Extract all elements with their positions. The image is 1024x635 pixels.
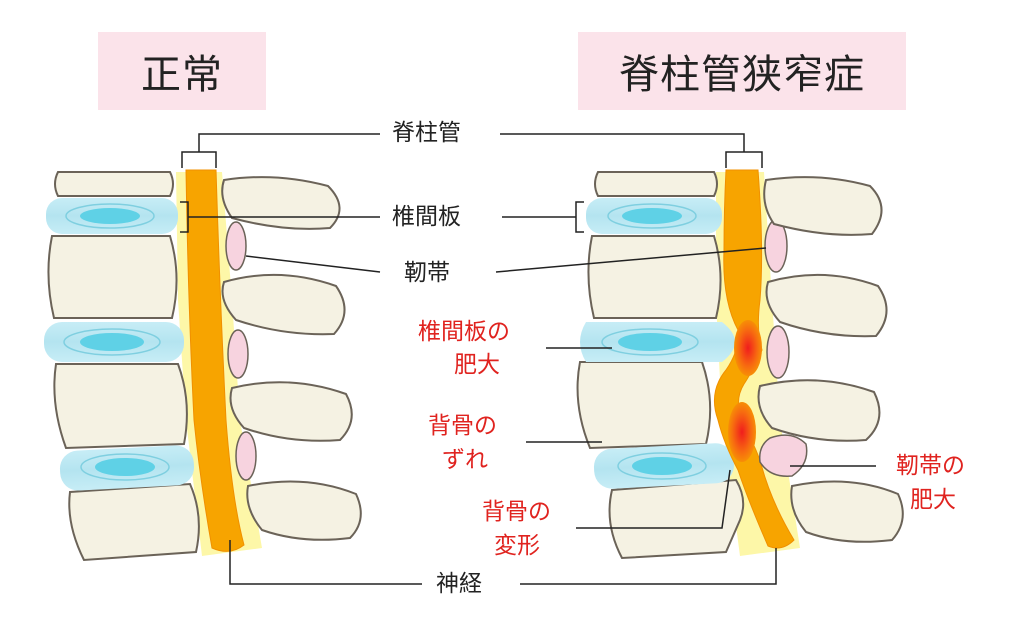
title-stenosis: 脊柱管狭窄症 bbox=[578, 32, 906, 110]
normal-vertebra-2 bbox=[47, 235, 178, 319]
ligament-leader-right bbox=[495, 247, 767, 273]
normal-nerve bbox=[185, 169, 245, 552]
annotation-vertebra-slip-1: 背骨の bbox=[428, 413, 497, 439]
disc-bracket-left bbox=[180, 201, 380, 233]
stenosis-disc-1 bbox=[586, 198, 722, 234]
stenosis-vertebra-3 bbox=[576, 361, 712, 450]
leader-lines bbox=[180, 133, 876, 585]
label-disc: 椎間板 bbox=[392, 204, 461, 230]
disc-bracket-right bbox=[502, 201, 584, 233]
stenosis-ligament-3 bbox=[758, 434, 808, 477]
normal-process-1 bbox=[221, 176, 341, 230]
annotation-disc-hypertrophy-1: 椎間板の bbox=[418, 319, 510, 345]
stenosis-process-2 bbox=[765, 273, 888, 338]
normal-vertebra-1 bbox=[54, 171, 174, 197]
normal-disc-3 bbox=[59, 445, 195, 491]
canal-leader bbox=[198, 133, 745, 152]
canal-bracket-left bbox=[181, 151, 217, 168]
annotation-ligament-hypertrophy-2: 肥大 bbox=[910, 487, 956, 513]
stenosis-compression-2 bbox=[728, 402, 756, 462]
stenosis-process-3 bbox=[757, 379, 881, 442]
annotation-vertebra-deform-1: 背骨の bbox=[482, 499, 551, 525]
stenosis-disc-2 bbox=[580, 322, 735, 362]
annotation-vertebra-slip-2: ずれ bbox=[442, 447, 488, 473]
stenosis-vertebra-1 bbox=[594, 171, 718, 197]
ligament-leader-left bbox=[245, 255, 381, 273]
normal-disc-1 bbox=[46, 198, 178, 234]
annotation-ligament-hypertrophy-1: 靭帯の bbox=[896, 453, 965, 479]
normal-spine bbox=[44, 169, 362, 562]
annotation-disc-hypertrophy-2: 肥大 bbox=[454, 352, 500, 378]
title-normal: 正常 bbox=[98, 32, 266, 110]
normal-process-4 bbox=[246, 480, 362, 541]
normal-vertebra-3 bbox=[53, 363, 188, 450]
stenosis-vertebra-4 bbox=[608, 478, 745, 560]
stenosis-disc-3 bbox=[593, 443, 735, 489]
normal-process-2 bbox=[221, 273, 346, 336]
stenosis-ligament-2 bbox=[766, 325, 790, 379]
stenosis-process-4 bbox=[790, 480, 904, 543]
normal-vertebra-4 bbox=[68, 482, 200, 562]
canal-bracket-right bbox=[725, 151, 763, 168]
label-nerve: 神経 bbox=[436, 571, 482, 597]
stenosis-process-1 bbox=[763, 176, 883, 236]
annotation-vertebra-deform-2: 変形 bbox=[494, 533, 540, 559]
normal-ligament-2 bbox=[227, 329, 249, 379]
label-spinal-canal: 脊柱管 bbox=[392, 120, 461, 146]
normal-ligament-1 bbox=[225, 221, 247, 271]
normal-ligament-3 bbox=[235, 431, 257, 481]
normal-process-3 bbox=[229, 381, 353, 442]
label-ligament: 靭帯 bbox=[404, 260, 450, 286]
nerve-leader bbox=[229, 540, 777, 585]
stenosis-ligament-1 bbox=[764, 219, 788, 273]
deform-leader bbox=[576, 469, 731, 529]
stenosis-compression-1 bbox=[734, 320, 762, 376]
stenosis-spine bbox=[576, 169, 904, 560]
normal-disc-2 bbox=[44, 322, 184, 362]
stenosis-vertebra-2 bbox=[587, 235, 722, 319]
